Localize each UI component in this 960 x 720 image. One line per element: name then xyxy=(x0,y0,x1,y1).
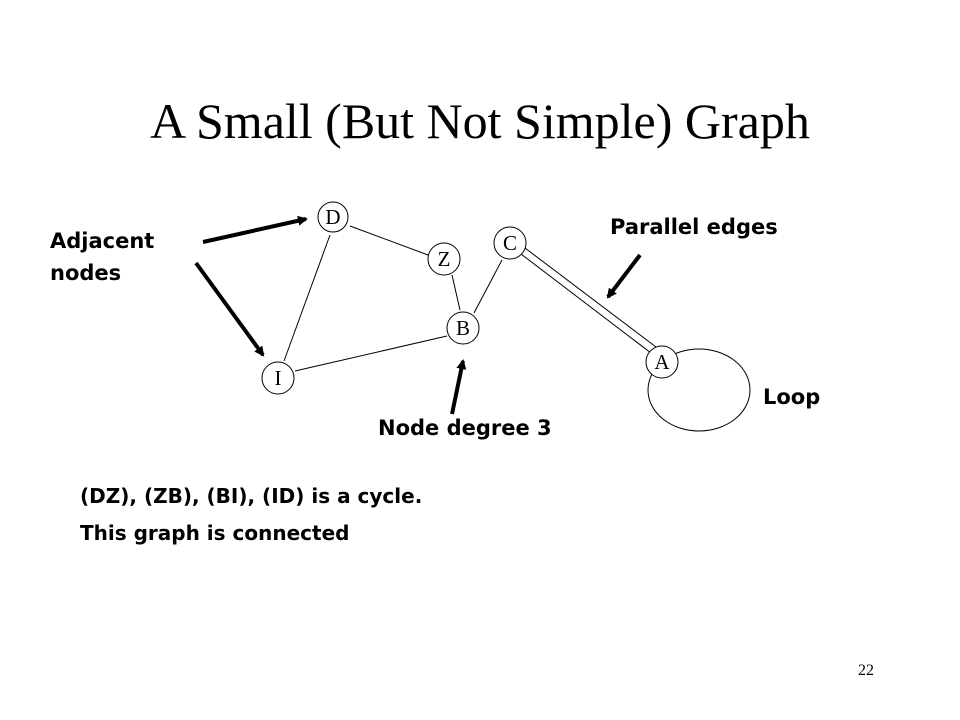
loop-a xyxy=(647,348,751,432)
cycle-statement: (DZ), (ZB), (BI), (ID) is a cycle. xyxy=(80,484,423,508)
node-i-label: I xyxy=(275,366,282,390)
edge-b-i xyxy=(294,335,448,372)
node-a-label: A xyxy=(654,350,670,374)
node-z-label: Z xyxy=(438,247,451,271)
node-c-label: C xyxy=(503,231,517,255)
node-b-label: B xyxy=(456,316,470,340)
arrow-to-d xyxy=(202,215,308,244)
arrow-to-parallel-edges xyxy=(606,253,642,299)
node-degree-label: Node degree 3 xyxy=(378,416,552,440)
page-number: 22 xyxy=(858,662,874,679)
edge-i-d xyxy=(283,234,331,362)
arrow-to-b xyxy=(450,359,467,415)
edge-c-a-1 xyxy=(520,253,652,354)
parallel-edges-label: Parallel edges xyxy=(610,215,778,239)
loop-label: Loop xyxy=(763,385,821,409)
adjacent-nodes-label: Adjacent nodes xyxy=(50,226,154,289)
node-z: Z xyxy=(427,242,461,276)
node-b: B xyxy=(446,311,480,345)
node-a: A xyxy=(645,345,679,379)
arrow-to-i xyxy=(194,261,265,357)
slide-title: A Small (But Not Simple) Graph xyxy=(150,93,810,149)
edge-c-a-2 xyxy=(524,247,657,348)
node-i: I xyxy=(261,361,295,395)
adjacent-label-line2: nodes xyxy=(50,260,122,285)
adjacent-label-line1: Adjacent xyxy=(50,229,155,253)
node-c: C xyxy=(493,226,527,260)
node-d: D xyxy=(317,201,349,233)
edge-d-z xyxy=(349,225,429,256)
edge-b-c xyxy=(473,259,503,314)
connected-statement: This graph is connected xyxy=(80,521,350,545)
node-d-label: D xyxy=(325,205,340,229)
edge-z-b xyxy=(451,274,461,311)
